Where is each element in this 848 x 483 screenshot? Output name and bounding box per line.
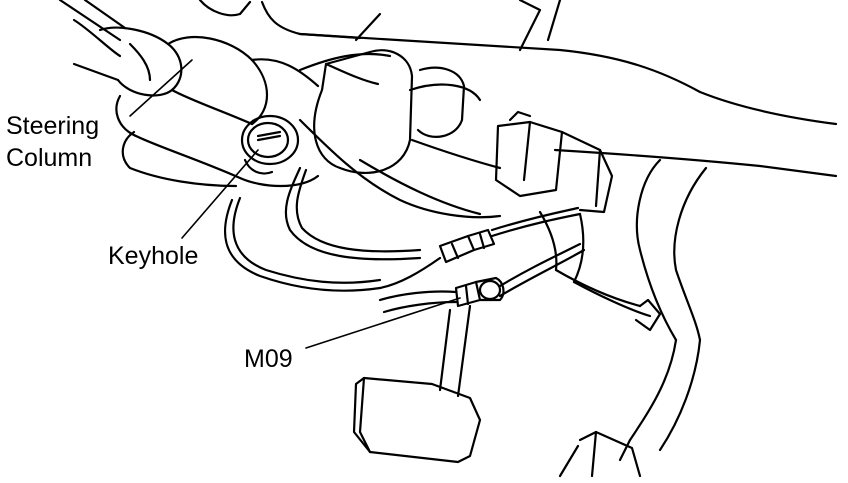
- steering-column-label-line2: Column: [6, 144, 93, 172]
- pedal-assembly: [354, 270, 660, 462]
- keyhole-leader: [182, 150, 258, 238]
- leader-lines: [130, 60, 460, 348]
- dashboard-panel: [60, 0, 836, 176]
- upper-connector: [440, 230, 494, 262]
- m09-leader: [306, 298, 460, 348]
- steering-column: [74, 20, 500, 217]
- lower-right-bracket: [560, 160, 706, 476]
- m09-connector: [456, 278, 503, 306]
- keyhole-label: Keyhole: [108, 242, 199, 270]
- ignition-housing: [300, 50, 500, 173]
- m09-connector-label: M09: [244, 345, 293, 373]
- steering-leader: [130, 60, 192, 116]
- steering-column-label-line1: Steering: [6, 112, 100, 140]
- wiring-harness: [225, 168, 584, 312]
- keyhole-cylinder: [242, 116, 298, 174]
- bracket-components: [496, 112, 612, 212]
